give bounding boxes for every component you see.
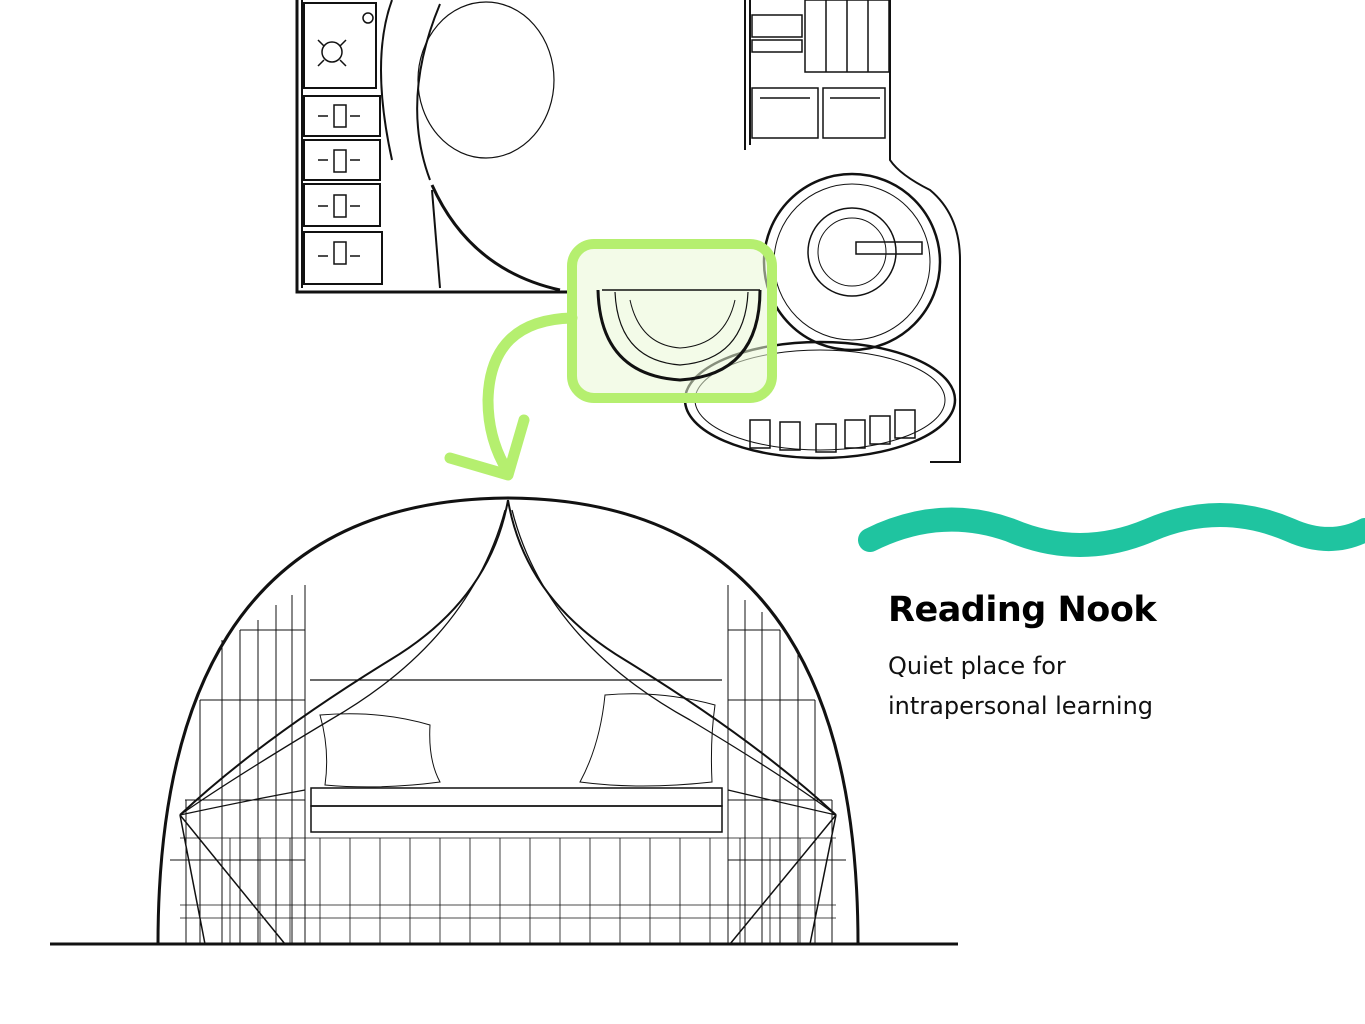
plan-room-4 (303, 231, 383, 285)
wave-decoration (858, 503, 1365, 557)
caption-block: Reading Nook Quiet place for intraperson… (888, 590, 1348, 726)
plan-reading-nook (596, 289, 762, 382)
reading-nook-elevation (50, 496, 958, 946)
floor-plan (295, 0, 961, 463)
plan-room-1 (303, 95, 381, 137)
caption-description: Quiet place for intrapersonal learning (888, 652, 1154, 720)
caption-title: Reading Nook (888, 590, 1157, 630)
plan-room-2 (303, 139, 381, 181)
plan-room-top (303, 2, 377, 89)
plan-room-3 (303, 183, 381, 227)
curved-arrow-icon (444, 312, 578, 481)
